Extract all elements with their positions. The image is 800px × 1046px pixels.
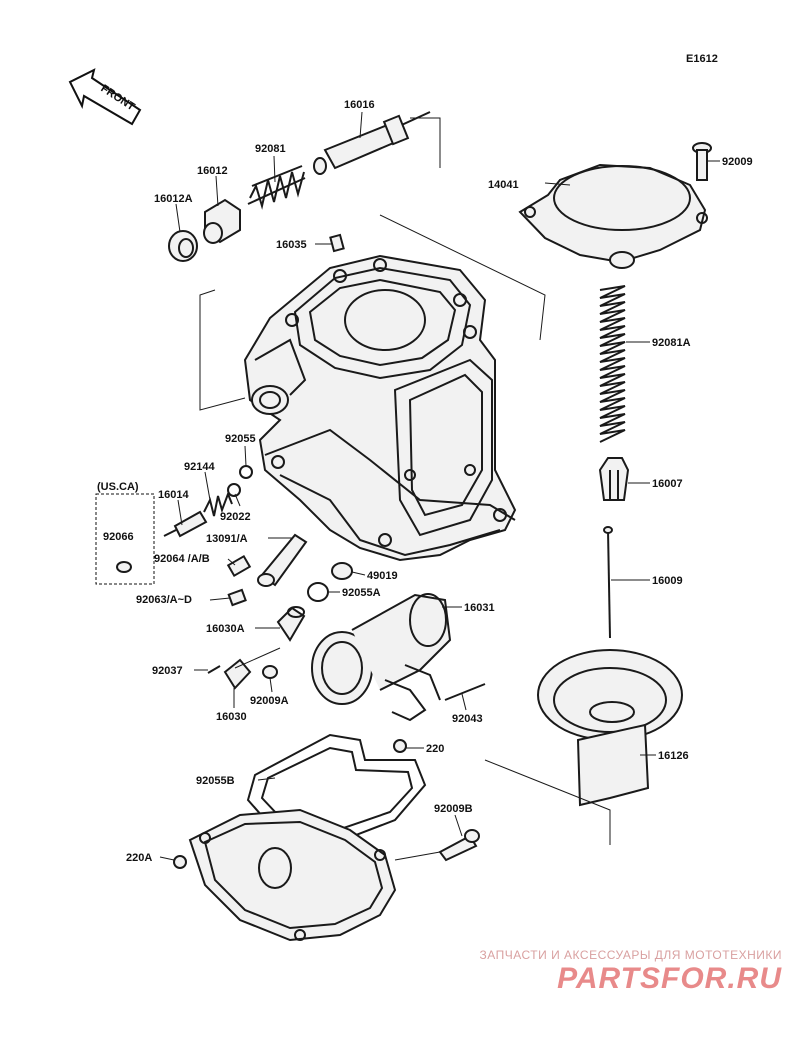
label-92063: 92063/A~D bbox=[136, 594, 192, 606]
part-13091-jet bbox=[257, 533, 308, 587]
part-16007-holder bbox=[598, 457, 630, 501]
label-92022: 92022 bbox=[220, 511, 251, 523]
part-16035-plug bbox=[329, 233, 345, 253]
label-region: (US.CA) bbox=[97, 481, 139, 493]
region-box bbox=[95, 493, 155, 585]
part-16030-valve bbox=[223, 658, 252, 690]
part-92043-pin bbox=[444, 683, 486, 701]
label-92009A: 92009A bbox=[250, 695, 289, 707]
label-92009B: 92009B bbox=[434, 803, 473, 815]
part-16031-float bbox=[311, 593, 452, 722]
label-16012: 16012 bbox=[197, 165, 228, 177]
label-92144: 92144 bbox=[184, 461, 215, 473]
part-92066-plug bbox=[116, 561, 132, 573]
label-16009: 16009 bbox=[652, 575, 683, 587]
label-16126: 16126 bbox=[658, 750, 689, 762]
part-92009B-screw bbox=[438, 829, 480, 862]
part-220A-screw bbox=[173, 855, 187, 869]
label-16035: 16035 bbox=[276, 239, 307, 251]
part-16016-shaft bbox=[313, 111, 431, 175]
part-16126-diaphragm bbox=[484, 649, 683, 845]
label-16031: 16031 bbox=[464, 602, 495, 614]
part-92055B-gasket-inner bbox=[260, 746, 414, 834]
part-92022-oring bbox=[227, 483, 241, 497]
label-16030: 16030 bbox=[216, 711, 247, 723]
part-16014-screw bbox=[163, 510, 208, 538]
part-14041-cover bbox=[518, 163, 708, 269]
carburetor-body bbox=[199, 214, 546, 562]
part-220-screw bbox=[393, 739, 407, 753]
part-16012-nut bbox=[203, 198, 241, 244]
diagram-code: E1612 bbox=[686, 53, 718, 65]
label-16030A: 16030A bbox=[206, 623, 245, 635]
front-arrow-icon: FRONT bbox=[68, 68, 142, 126]
label-16007: 16007 bbox=[652, 478, 683, 490]
label-92066: 92066 bbox=[103, 531, 134, 543]
label-92081: 92081 bbox=[255, 143, 286, 155]
watermark: ЗАПЧАСТИ И АКСЕССУАРЫ ДЛЯ МОТОТЕХНИКИ PA… bbox=[480, 948, 782, 996]
label-92055B: 92055B bbox=[196, 775, 235, 787]
label-92055: 92055 bbox=[225, 433, 256, 445]
label-92081A: 92081A bbox=[652, 337, 691, 349]
label-92037: 92037 bbox=[152, 665, 183, 677]
label-14041: 14041 bbox=[488, 179, 519, 191]
label-92064: 92064 /A/B bbox=[154, 553, 210, 565]
throttle-screw-group bbox=[168, 111, 441, 262]
label-92009: 92009 bbox=[722, 156, 753, 168]
part-16009-needle bbox=[603, 526, 613, 639]
label-220: 220 bbox=[426, 743, 444, 755]
part-92081-spring bbox=[247, 165, 306, 210]
leader-lines bbox=[159, 111, 720, 861]
part-92055-oring bbox=[239, 465, 253, 479]
part-labels: 16016 92081 16012 16012A 16035 14041 920… bbox=[97, 99, 753, 864]
part-16012A-cap bbox=[168, 230, 198, 262]
part-92064-jet bbox=[226, 554, 252, 578]
watermark-subtitle: ЗАПЧАСТИ И АКСЕССУАРЫ ДЛЯ МОТОТЕХНИКИ bbox=[479, 948, 782, 962]
watermark-brand: PARTSFOR.RU bbox=[557, 962, 782, 995]
part-49019-plug bbox=[331, 562, 353, 580]
label-92043: 92043 bbox=[452, 713, 483, 725]
part-92081A-spring bbox=[599, 285, 626, 443]
label-16014: 16014 bbox=[158, 489, 189, 501]
part-92037-clip bbox=[207, 665, 221, 674]
part-92063-jet bbox=[227, 588, 247, 607]
label-13091A: 13091/A bbox=[206, 533, 248, 545]
part-92055A-oring bbox=[307, 582, 329, 602]
float-bowl bbox=[188, 808, 397, 942]
label-16016: 16016 bbox=[344, 99, 375, 111]
label-92055A: 92055A bbox=[342, 587, 381, 599]
label-49019: 49019 bbox=[367, 570, 398, 582]
part-92009-screw bbox=[692, 142, 712, 181]
label-16012A: 16012A bbox=[154, 193, 193, 205]
part-16030A-seat bbox=[276, 606, 306, 642]
part-92009A-screw bbox=[262, 665, 278, 679]
label-220A: 220A bbox=[126, 852, 152, 864]
